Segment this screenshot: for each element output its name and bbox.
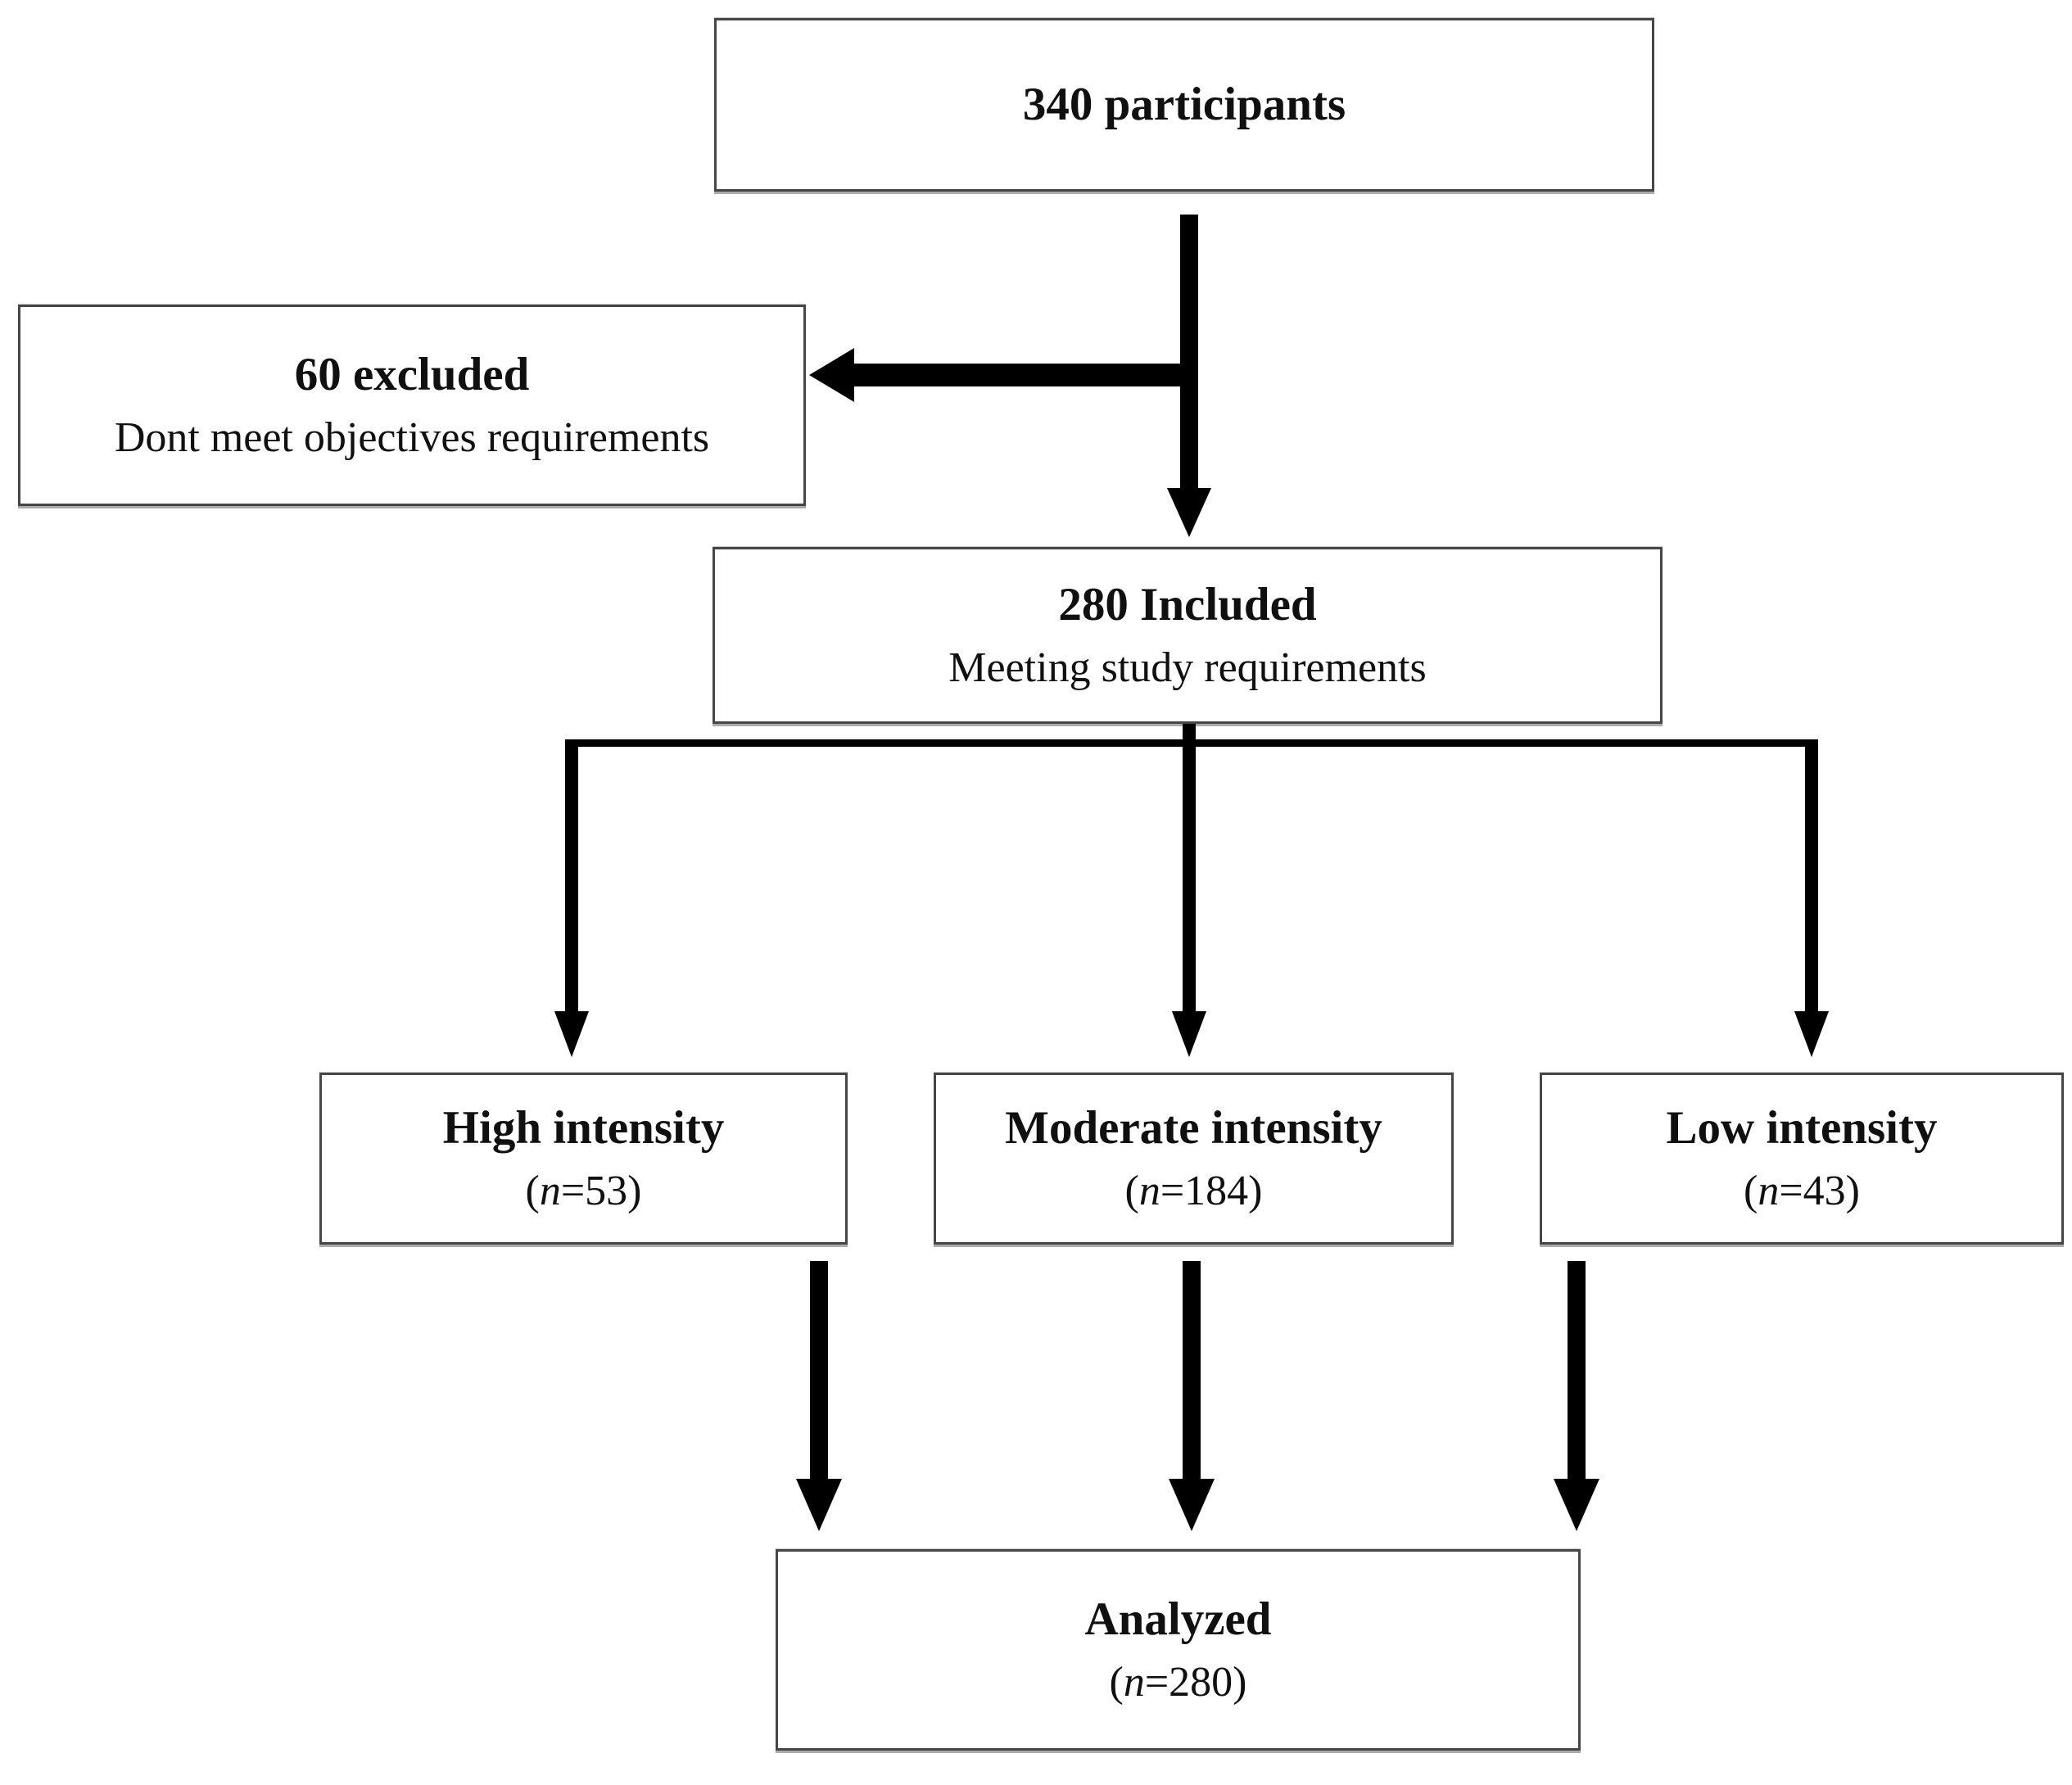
box-excluded: 60 excluded Dont meet objectives require… bbox=[18, 305, 806, 506]
n-symbol: n bbox=[1123, 1658, 1145, 1706]
branch-drop-middle-line bbox=[1183, 724, 1196, 1011]
participants-title: 340 participants bbox=[1022, 79, 1346, 131]
n-value: =43) bbox=[1779, 1167, 1860, 1214]
arrow-low-to-analyzed-shaft bbox=[1568, 1261, 1586, 1479]
n-value: =53) bbox=[560, 1167, 642, 1214]
arrow-down-icon bbox=[1167, 488, 1211, 537]
excluded-subtitle: Dont meet objectives requirements bbox=[114, 413, 710, 461]
arrow-high-to-analyzed-shaft bbox=[810, 1261, 828, 1479]
arrow-left-icon bbox=[809, 348, 854, 402]
n-symbol: n bbox=[539, 1167, 561, 1214]
box-high-intensity: High intensity (n=53) bbox=[319, 1073, 848, 1245]
arrow-down-icon bbox=[796, 1479, 842, 1531]
n-value: =184) bbox=[1160, 1167, 1263, 1214]
low-intensity-title: Low intensity bbox=[1666, 1102, 1938, 1155]
arrow-moderate-to-analyzed-shaft bbox=[1183, 1261, 1201, 1479]
low-intensity-n-label: (n=43) bbox=[1744, 1167, 1860, 1216]
arrow-to-excluded-shaft bbox=[854, 364, 1198, 386]
included-title: 280 Included bbox=[1058, 579, 1317, 631]
moderate-intensity-title: Moderate intensity bbox=[1005, 1102, 1382, 1155]
paren-open: ( bbox=[1744, 1167, 1758, 1214]
n-value: =280) bbox=[1144, 1658, 1247, 1706]
box-low-intensity: Low intensity (n=43) bbox=[1540, 1073, 2064, 1245]
analyzed-title: Analyzed bbox=[1084, 1593, 1272, 1646]
n-symbol: n bbox=[1138, 1167, 1160, 1214]
arrow-down-icon bbox=[554, 1011, 589, 1057]
paren-open: ( bbox=[1109, 1658, 1124, 1706]
excluded-title: 60 excluded bbox=[294, 349, 530, 401]
arrow-down-icon bbox=[1554, 1479, 1599, 1531]
paren-open: ( bbox=[1124, 1167, 1139, 1214]
included-subtitle: Meeting study requirements bbox=[948, 644, 1427, 691]
high-intensity-title: High intensity bbox=[442, 1102, 725, 1155]
box-analyzed: Analyzed (n=280) bbox=[776, 1549, 1581, 1751]
moderate-intensity-n-label: (n=184) bbox=[1125, 1167, 1263, 1216]
n-symbol: n bbox=[1758, 1167, 1780, 1214]
box-included: 280 Included Meeting study requirements bbox=[713, 547, 1663, 724]
arrow-down-icon bbox=[1169, 1479, 1215, 1531]
branch-drop-left-line bbox=[565, 739, 578, 1011]
box-participants: 340 participants bbox=[714, 18, 1654, 192]
box-moderate-intensity: Moderate intensity (n=184) bbox=[934, 1073, 1454, 1245]
branch-drop-right-line bbox=[1805, 739, 1818, 1011]
paren-open: ( bbox=[525, 1167, 540, 1214]
analyzed-n-label: (n=280) bbox=[1110, 1658, 1247, 1707]
high-intensity-n-label: (n=53) bbox=[526, 1167, 642, 1216]
arrow-down-icon bbox=[1794, 1011, 1829, 1057]
arrow-participants-to-included-shaft bbox=[1180, 215, 1198, 488]
arrow-down-icon bbox=[1172, 1011, 1206, 1057]
